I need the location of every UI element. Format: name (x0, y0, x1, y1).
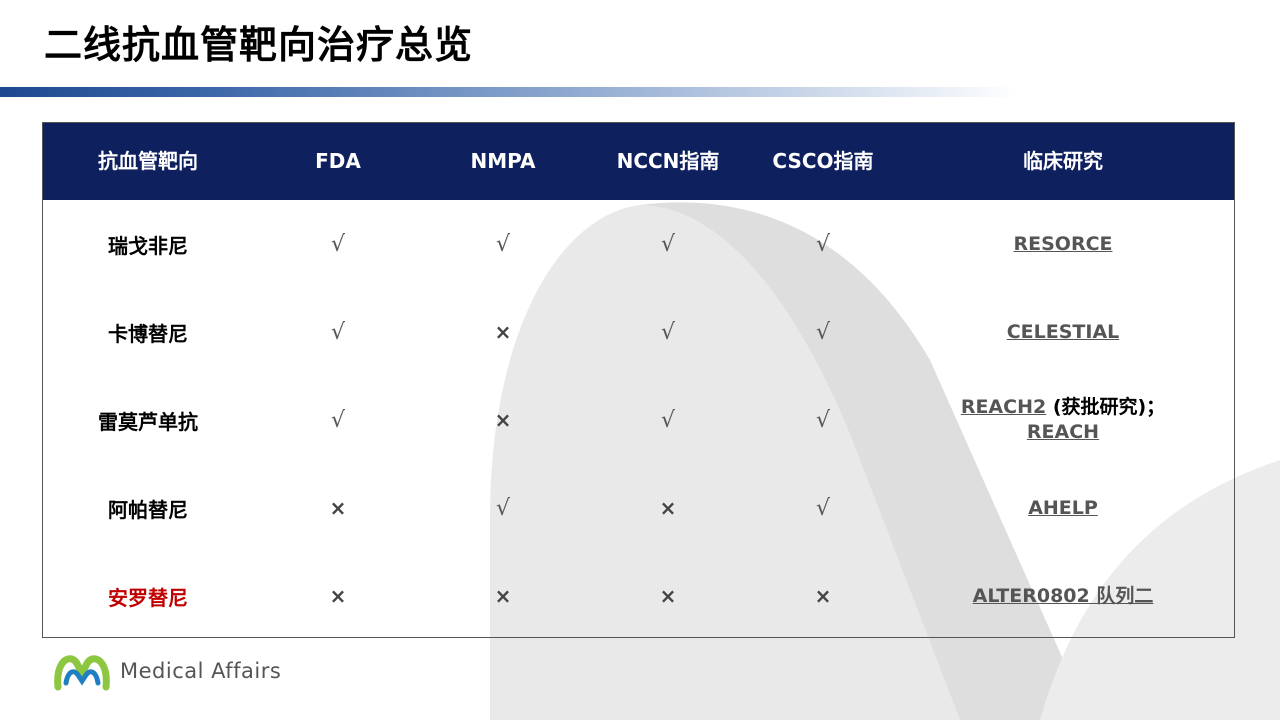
table-row: 卡博替尼 √ × √ √ CELESTIAL (43, 288, 1234, 376)
nccn-check: √ (660, 407, 676, 433)
csco-check: √ (815, 319, 831, 345)
drug-name-highlight: 安罗替尼 (108, 585, 188, 610)
csco-check: √ (815, 495, 831, 521)
table-row: 阿帕替尼 × √ × √ AHELP (43, 464, 1234, 552)
nmpa-cross: × (494, 408, 512, 432)
fda-cross: × (329, 496, 347, 520)
medical-affairs-logo-icon (54, 655, 110, 691)
study-cell: REACH2 (获批研究)； REACH (933, 376, 1193, 464)
fda-check: √ (330, 407, 346, 433)
fda-check: √ (330, 231, 346, 257)
nccn-cross: × (659, 496, 677, 520)
study-link-secondary[interactable]: REACH (1026, 421, 1100, 443)
header-drug: 抗血管靶向 (98, 149, 198, 173)
fda-check: √ (330, 319, 346, 345)
header-study: 临床研究 (1023, 149, 1103, 173)
csco-check: √ (815, 231, 831, 257)
title-underline-bar (0, 87, 1020, 97)
footer-brand-text: Medical Affairs (120, 659, 282, 683)
page-title: 二线抗血管靶向治疗总览 (44, 23, 474, 67)
study-link[interactable]: CELESTIAL (1006, 320, 1120, 343)
drug-name: 雷莫芦单抗 (98, 409, 198, 434)
drug-name: 瑞戈非尼 (108, 233, 188, 258)
nccn-check: √ (660, 231, 676, 257)
nmpa-cross: × (494, 320, 512, 344)
study-note: (获批研究)； (1046, 396, 1166, 418)
study-cell: ALTER0802 队列二 (933, 552, 1193, 640)
study-cell: AHELP (933, 464, 1193, 552)
nmpa-check: √ (495, 231, 511, 257)
study-link[interactable]: AHELP (1028, 496, 1098, 519)
nmpa-cross: × (494, 584, 512, 608)
header-csco: CSCO指南 (772, 149, 874, 173)
table-row: 雷莫芦单抗 √ × √ √ REACH2 (获批研究)； REACH (43, 376, 1234, 464)
study-cell: CELESTIAL (933, 288, 1193, 376)
header-nmpa: NMPA (470, 149, 536, 173)
fda-cross: × (329, 584, 347, 608)
csco-cross: × (814, 584, 832, 608)
drug-name: 卡博替尼 (108, 321, 188, 346)
header-fda: FDA (315, 149, 361, 173)
nccn-cross: × (659, 584, 677, 608)
study-cell: RESORCE (933, 200, 1193, 288)
nccn-check: √ (660, 319, 676, 345)
table-row: 瑞戈非尼 √ √ √ √ RESORCE (43, 200, 1234, 288)
table-header: 抗血管靶向 FDA NMPA NCCN指南 CSCO指南 临床研究 (43, 123, 1234, 200)
approval-table: 抗血管靶向 FDA NMPA NCCN指南 CSCO指南 临床研究 瑞戈非尼 √… (42, 122, 1235, 638)
header-nccn: NCCN指南 (616, 149, 720, 173)
table-row: 安罗替尼 × × × × ALTER0802 队列二 (43, 552, 1234, 640)
study-link[interactable]: RESORCE (1013, 232, 1113, 255)
study-link[interactable]: ALTER0802 队列二 (972, 584, 1154, 607)
drug-name: 阿帕替尼 (108, 497, 188, 522)
nmpa-check: √ (495, 495, 511, 521)
csco-check: √ (815, 407, 831, 433)
study-link[interactable]: REACH2 (960, 396, 1047, 418)
